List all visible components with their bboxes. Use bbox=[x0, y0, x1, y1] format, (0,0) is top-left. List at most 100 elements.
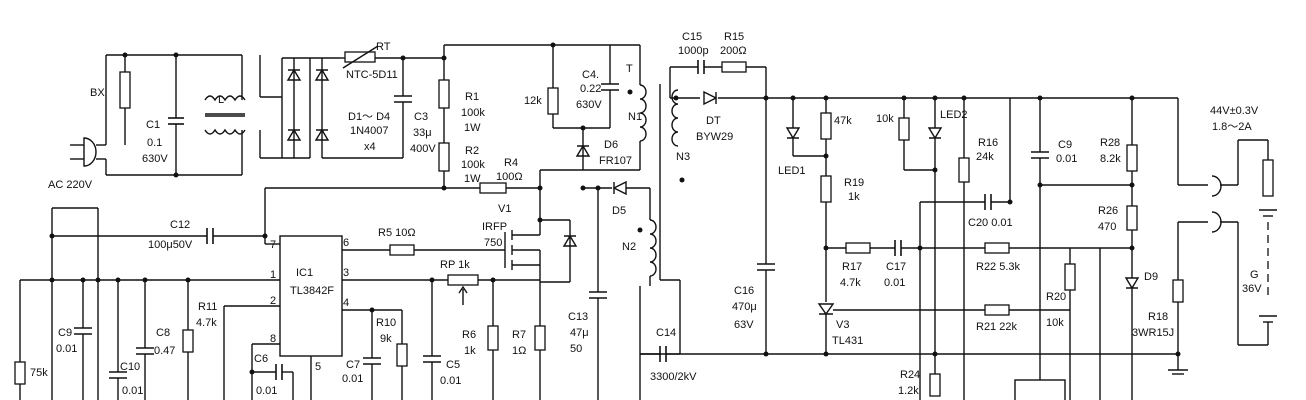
label-r1: R1 bbox=[465, 91, 479, 103]
bridge-rectifier bbox=[281, 45, 444, 159]
resistor-r15 bbox=[721, 61, 747, 73]
resistor-r6 bbox=[487, 325, 499, 351]
label-led2: LED2 bbox=[940, 109, 968, 121]
component-labels: BX AC 220V C1 0.1 630V L RT NTC-5D11 D1～… bbox=[30, 31, 1262, 397]
resistor-r26 bbox=[1126, 205, 1138, 231]
fuse-bx bbox=[119, 71, 131, 109]
label-c3-rating: 400V bbox=[410, 143, 436, 155]
label-r24-value: 1.2k bbox=[898, 385, 919, 397]
resistor-r11 bbox=[182, 329, 194, 353]
label-c1-rating: 630V bbox=[142, 153, 168, 165]
label-c16-value: 470μ bbox=[732, 301, 757, 313]
label-c13: C13 bbox=[568, 311, 588, 323]
label-47k: 47k bbox=[834, 115, 852, 127]
diode-d6 bbox=[575, 144, 591, 157]
label-r15-value: 200Ω bbox=[720, 45, 747, 57]
label-r6: R6 bbox=[462, 329, 476, 341]
label-c13-rating: 50 bbox=[570, 343, 582, 355]
label-g: G bbox=[1250, 269, 1259, 281]
mosfet-v1-irfp750 bbox=[504, 188, 578, 285]
label-c12: C12 bbox=[170, 219, 190, 231]
winding-n2 bbox=[649, 219, 657, 277]
label-75k: 75k bbox=[30, 367, 48, 379]
label-l: L bbox=[218, 94, 224, 106]
label-ic1: IC1 bbox=[296, 267, 313, 279]
label-c16: C16 bbox=[734, 285, 754, 297]
resistor-r2 bbox=[438, 142, 450, 172]
resistor-r18 bbox=[1172, 279, 1184, 303]
label-c12-value: 100μ50V bbox=[148, 239, 193, 251]
label-r7: R7 bbox=[512, 329, 526, 341]
label-d6-value: FR107 bbox=[599, 155, 632, 167]
label-pin6: 6 bbox=[343, 237, 349, 249]
resistor-r4 bbox=[479, 182, 507, 194]
battery-cell bbox=[1262, 159, 1274, 197]
label-c9-right: C9 bbox=[1058, 139, 1072, 151]
label-tl431: TL431 bbox=[832, 335, 863, 347]
label-10k: 10k bbox=[876, 113, 894, 125]
label-c4-value: 0.22 bbox=[580, 83, 601, 95]
label-r2-value: 100k bbox=[461, 159, 485, 171]
output-plug-positive bbox=[1211, 175, 1222, 197]
label-x4: x4 bbox=[364, 141, 376, 153]
label-output-voltage: 44V±0.3V bbox=[1210, 105, 1259, 117]
resistor-r22 bbox=[984, 242, 1010, 254]
resistor-r19 bbox=[820, 175, 832, 203]
label-r20: R20 bbox=[1046, 291, 1066, 303]
diode-d5 bbox=[612, 180, 627, 196]
resistor-r17 bbox=[845, 242, 871, 254]
label-r28: R28 bbox=[1100, 137, 1120, 149]
resistor-r28 bbox=[1126, 144, 1138, 172]
resistor-r20 bbox=[1064, 263, 1076, 291]
led1 bbox=[785, 127, 801, 140]
label-r24: R24 bbox=[900, 369, 920, 381]
label-output-current: 1.8～2A bbox=[1212, 121, 1252, 133]
label-c3-value: 33μ bbox=[413, 127, 432, 139]
label-d6: D6 bbox=[604, 139, 618, 151]
label-c8: C8 bbox=[156, 327, 170, 339]
label-c1-value: 0.1 bbox=[147, 137, 162, 149]
label-v3: V3 bbox=[836, 319, 849, 331]
resistor-r16 bbox=[958, 157, 970, 183]
label-pin2: 2 bbox=[270, 295, 276, 307]
label-r17-value: 4.7k bbox=[840, 277, 861, 289]
label-1n4007: 1N4007 bbox=[350, 125, 389, 137]
label-r26-value: 470 bbox=[1098, 221, 1116, 233]
label-dt-value: BYW29 bbox=[696, 131, 733, 143]
label-r2: R2 bbox=[465, 145, 479, 157]
label-t: T bbox=[626, 63, 633, 75]
startup-resistors bbox=[438, 42, 640, 194]
label-tl3842f: TL3842F bbox=[290, 285, 334, 297]
label-r11: R11 bbox=[198, 301, 217, 313]
label-dt: DT bbox=[706, 115, 721, 127]
label-d1d4: D1～ D4 bbox=[348, 111, 390, 123]
winding-n3 bbox=[671, 89, 679, 147]
resistor-r5 bbox=[389, 244, 415, 256]
label-pin8: 8 bbox=[270, 333, 276, 345]
label-r18-value: 3WR15J bbox=[1132, 327, 1174, 339]
resistor-r21 bbox=[984, 304, 1010, 316]
label-r5: R5 10Ω bbox=[378, 227, 416, 239]
resistor-r24 bbox=[929, 373, 941, 397]
label-c14-value: 3300/2kV bbox=[650, 371, 697, 383]
label-rp: RP 1k bbox=[440, 259, 470, 271]
label-r19: R19 bbox=[844, 177, 864, 189]
label-led1: LED1 bbox=[778, 165, 806, 177]
diode-dt bbox=[703, 90, 718, 106]
label-c8-value: 0.47 bbox=[154, 345, 175, 357]
label-c9-left-value: 0.01 bbox=[56, 343, 77, 355]
label-irfp: IRFP bbox=[482, 221, 507, 233]
label-r7-value: 1Ω bbox=[512, 345, 526, 357]
label-c16-rating: 63V bbox=[734, 319, 754, 331]
label-r16: R16 bbox=[978, 137, 998, 149]
diode-d9 bbox=[1124, 277, 1140, 290]
optocoupler-box bbox=[1014, 379, 1066, 400]
label-c10: C10 bbox=[120, 361, 140, 373]
winding-n1 bbox=[639, 84, 647, 142]
resistor-12k bbox=[547, 87, 559, 115]
label-r1-value: 100k bbox=[461, 107, 485, 119]
label-d9: D9 bbox=[1144, 271, 1158, 283]
potentiometer-rp bbox=[447, 274, 479, 286]
label-d5: D5 bbox=[612, 205, 626, 217]
